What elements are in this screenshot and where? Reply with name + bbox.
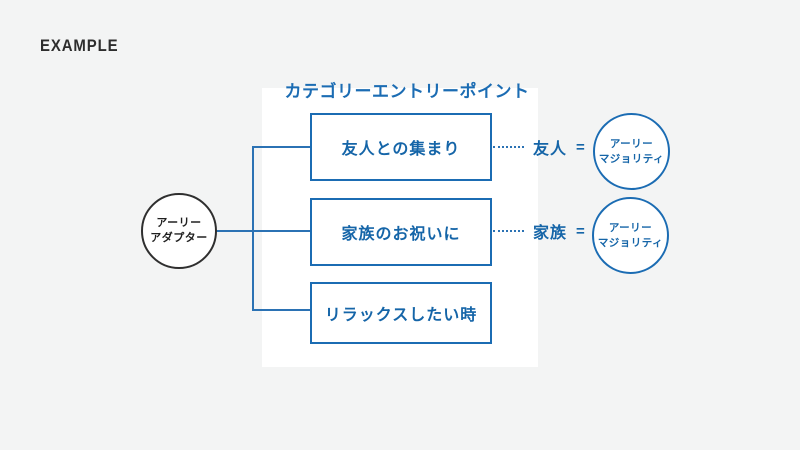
mapping-row-friends: 友人 = [493, 136, 585, 158]
early-adopter-circle: アーリー アダプター [141, 193, 217, 269]
equals-sign: = [576, 222, 585, 240]
entry-point-box-family: 家族のお祝いに [310, 198, 492, 266]
connector-branch-top-line [252, 146, 310, 148]
early-majority-circle-friends: アーリー マジョリティ [593, 113, 670, 190]
dotted-connector-line [493, 230, 524, 232]
early-majority-label-line1: アーリー [608, 221, 653, 234]
mapping-term: 友人 [533, 141, 568, 158]
diagram-title: カテゴリーエントリーポイント [284, 82, 530, 101]
entry-point-label: リラックスしたい時 [324, 307, 478, 324]
entry-point-box-relax: リラックスしたい時 [310, 282, 492, 344]
early-adopter-label-line2: アダプター [150, 232, 208, 244]
early-majority-label-line1: アーリー [609, 137, 654, 150]
equals-sign: = [576, 138, 585, 156]
connector-branch-middle-line [216, 230, 310, 232]
early-majority-circle-family: アーリー マジョリティ [592, 197, 669, 274]
early-majority-label-line2: マジョリティ [598, 152, 665, 165]
example-label: EXAMPLE [40, 36, 119, 55]
connector-trunk-line [252, 146, 254, 311]
entry-point-label: 家族のお祝いに [341, 226, 461, 243]
connector-branch-bottom-line [252, 309, 310, 311]
entry-point-box-friends: 友人との集まり [310, 113, 492, 181]
dotted-connector-line [493, 146, 524, 148]
mapping-term: 家族 [533, 225, 568, 242]
early-adopter-label-line1: アーリー [156, 216, 202, 229]
entry-point-label: 友人との集まり [341, 141, 461, 158]
mapping-row-family: 家族 = [493, 220, 585, 242]
early-majority-label-line2: マジョリティ [597, 236, 664, 249]
